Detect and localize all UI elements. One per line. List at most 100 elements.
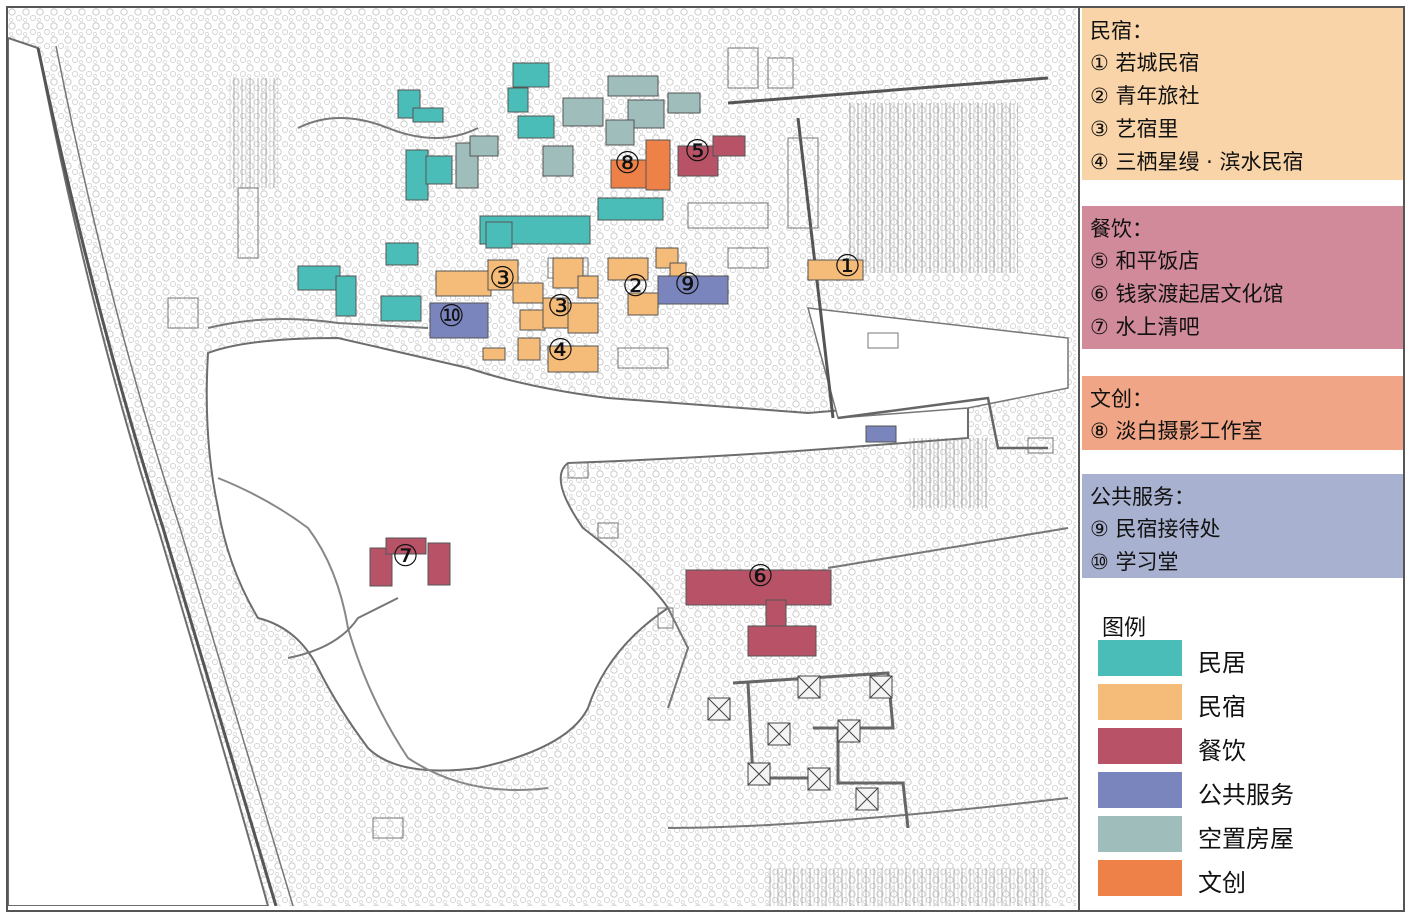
info-panel: 民宿： ① 若城民宿 ② 青年旅社 ③ 艺宿里 ④ 三栖星缦 · 滨水民宿 餐饮…: [1078, 8, 1403, 910]
legend-label: 文创: [1198, 869, 1246, 897]
farmland-plot: [768, 868, 1048, 906]
building-dining: [385, 537, 427, 555]
legend-item-residence: 民居: [1098, 640, 1398, 677]
map-marker: ⑨: [674, 267, 701, 302]
building-homestay: [567, 302, 599, 334]
building-dining: [712, 135, 746, 157]
map-marker: ③: [547, 289, 574, 324]
map-marker: ⑤: [684, 134, 711, 169]
map-marker: ⑦: [392, 539, 419, 574]
legend-label: 民宿: [1198, 693, 1246, 721]
village-road: [837, 396, 1048, 450]
building-outline: [372, 817, 404, 839]
building-residence: [512, 62, 550, 88]
legend-label: 餐饮: [1198, 737, 1246, 765]
building-residence: [485, 221, 513, 249]
legend-label: 公共服务: [1198, 781, 1294, 809]
village-road: [667, 797, 1069, 829]
legend-swatch: [1098, 684, 1182, 720]
legend-swatch: [1098, 860, 1182, 896]
legend-item-public-service: 公共服务: [1098, 772, 1398, 809]
bridge: [667, 607, 690, 709]
building-outline: [687, 202, 769, 229]
building-vacant: [469, 135, 499, 157]
map-marker: ①: [834, 249, 861, 284]
legend-label: 民居: [1198, 649, 1246, 677]
legend-item-culture: 文创: [1098, 860, 1398, 897]
pavilion-roof: [837, 719, 861, 743]
building-dining: [427, 542, 451, 586]
building-residence: [507, 87, 529, 113]
section-title: 餐饮：: [1090, 217, 1153, 241]
farmland-plot: [908, 438, 988, 508]
building-residence: [412, 107, 444, 123]
building-dining: [369, 547, 393, 587]
building-dining: [747, 625, 817, 657]
building-homestay: [807, 259, 864, 281]
building-homestay: [512, 282, 544, 304]
building-vacant: [607, 75, 659, 97]
lake-shore-path: [217, 477, 549, 791]
section-dining: 餐饮： ⑤ 和平饭店 ⑥ 钱家渡起居文化馆 ⑦ 水上清吧: [1082, 206, 1403, 349]
building-dining: [677, 145, 719, 177]
section-item: ⑤ 和平饭店: [1090, 249, 1200, 273]
island-path: [287, 597, 399, 659]
eastern-channel: [806, 307, 1069, 419]
legend-item-dining: 餐饮: [1098, 728, 1398, 765]
section-title: 民宿：: [1090, 19, 1153, 43]
legend-swatch: [1098, 772, 1182, 808]
section-homestay: 民宿： ① 若城民宿 ② 青年旅社 ③ 艺宿里 ④ 三栖星缦 · 滨水民宿: [1082, 8, 1403, 180]
building-vacant: [542, 145, 574, 177]
building-homestay: [547, 345, 599, 373]
village-road: [297, 117, 479, 139]
building-public-service: [657, 275, 729, 305]
farmland-plot: [848, 103, 1018, 273]
map-marker: ④: [547, 333, 574, 368]
section-item: ② 青年旅社: [1090, 84, 1200, 108]
section-item: ⑦ 水上清吧: [1090, 315, 1200, 339]
building-outline: [237, 187, 259, 259]
legend-swatch: [1098, 640, 1182, 676]
section-public-service: 公共服务： ⑨ 民宿接待处 ⑩ 学习堂: [1082, 474, 1403, 578]
building-homestay: [552, 257, 584, 289]
western-river: [8, 36, 270, 906]
building-public-service: [865, 425, 897, 443]
building-vacant: [667, 92, 701, 114]
building-outline: [617, 347, 669, 369]
building-residence: [380, 295, 422, 322]
building-culture: [610, 159, 652, 189]
section-item: ③ 艺宿里: [1090, 117, 1179, 141]
pavilion-roof: [855, 787, 879, 811]
map-marker: ③: [489, 261, 516, 296]
village-road: [727, 76, 1049, 105]
functional-buildings: [297, 62, 897, 657]
legend-item-homestay: 民宿: [1098, 684, 1398, 721]
embankment-road: [36, 47, 278, 906]
building-outline: [657, 607, 674, 629]
map-marker: ②: [622, 269, 649, 304]
map-marker: ⑧: [614, 146, 641, 181]
pavilion-roof: [707, 697, 731, 721]
section-item: ⑩ 学习堂: [1090, 550, 1179, 574]
pavilion-roof: [747, 762, 771, 786]
map-marker: ⑩: [438, 299, 465, 334]
building-residence: [335, 275, 357, 317]
building-outline: [767, 57, 794, 89]
legend-swatch: [1098, 728, 1182, 764]
building-residence: [517, 115, 555, 139]
farmland-plot: [228, 78, 278, 188]
section-title: 公共服务：: [1090, 485, 1195, 509]
village-road: [207, 318, 429, 329]
building-public-service: [429, 302, 489, 339]
pavilion-group: [707, 675, 893, 811]
building-vacant: [562, 97, 604, 127]
building-outline: [1027, 437, 1054, 454]
legend-swatch: [1098, 816, 1182, 852]
section-title: 文创：: [1090, 387, 1153, 411]
legend-title: 图例: [1102, 616, 1147, 641]
legend-label: 空置房屋: [1198, 825, 1294, 853]
building-homestay: [517, 337, 541, 361]
building-homestay: [519, 309, 546, 331]
